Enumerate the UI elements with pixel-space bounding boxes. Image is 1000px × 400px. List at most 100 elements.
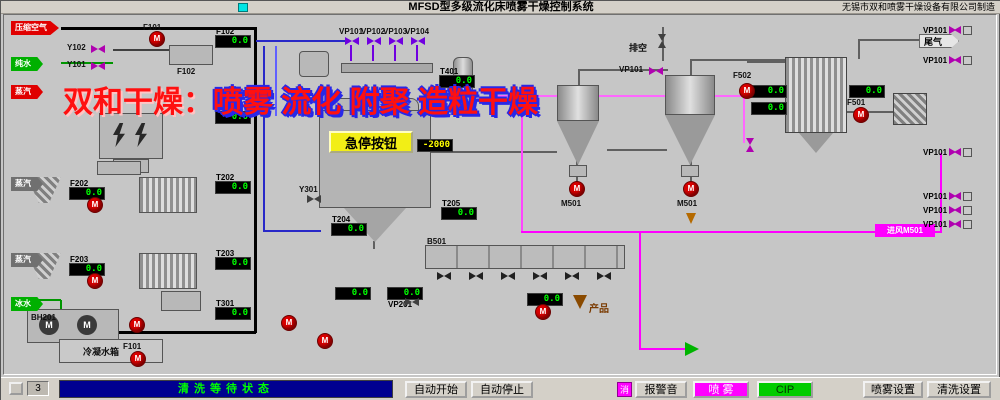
watermark-text: 喷雾 流化 附聚 造粒干燥 xyxy=(213,86,539,119)
valve-triangle xyxy=(367,37,374,45)
app-icon xyxy=(238,3,248,12)
valve-icon xyxy=(405,298,419,306)
valve-triangle xyxy=(949,220,957,228)
display-label: T205 xyxy=(442,199,461,208)
valve-icon xyxy=(658,34,666,48)
valve-triangle xyxy=(396,37,403,45)
pipe xyxy=(858,39,860,59)
dryer-tower-body xyxy=(319,110,431,208)
condenser-cone xyxy=(799,133,833,153)
equipment-label: VP104 xyxy=(405,27,430,36)
valve-icon xyxy=(91,62,105,70)
company-label: 无锡市双和喷雾干燥设备有限公司制造 xyxy=(841,2,995,12)
watermark: 双和干燥：喷雾 流化 附聚 造粒干燥 xyxy=(63,77,538,121)
pipe xyxy=(254,27,257,333)
valve-triangle xyxy=(533,272,540,280)
pipe xyxy=(639,348,687,350)
valve-icon xyxy=(565,272,579,280)
display-value: 0.0 xyxy=(231,258,248,268)
equipment-label: F501 xyxy=(847,98,866,107)
control-button[interactable]: 喷雾设置 xyxy=(863,381,923,398)
pump-motor-icon: M xyxy=(853,107,869,123)
valve-triangle xyxy=(345,37,352,45)
product-label: 产品 xyxy=(589,304,609,315)
display-label: T204 xyxy=(332,215,351,224)
pipe xyxy=(662,27,664,61)
valve-triangle xyxy=(374,37,381,45)
pump-motor-icon: M xyxy=(535,304,551,320)
pipe xyxy=(99,331,256,334)
heat-exchanger xyxy=(139,253,197,289)
valve-triangle xyxy=(604,272,611,280)
pipe xyxy=(61,27,256,30)
valve-icon xyxy=(949,26,962,34)
pipe xyxy=(858,39,922,41)
valve-triangle xyxy=(412,298,419,306)
display-label: F203 xyxy=(70,255,89,264)
valve-label: VP101 xyxy=(923,25,948,35)
pipe xyxy=(743,97,745,143)
valve-triangle xyxy=(437,272,444,280)
valve-icon xyxy=(533,272,547,280)
pump-motor-icon: M xyxy=(739,83,755,99)
control-button[interactable]: 报警音 xyxy=(635,381,687,398)
valve-actuator-box xyxy=(963,205,973,215)
valve-triangle xyxy=(597,272,604,280)
display-value: 0.0 xyxy=(767,103,784,113)
valve-icon xyxy=(949,148,962,156)
control-button[interactable]: 喷 雾 xyxy=(693,381,749,398)
mute-alarm-icon[interactable]: 消 xyxy=(617,382,632,397)
control-button[interactable]: 清洗设置 xyxy=(927,381,991,398)
feed-tank xyxy=(299,51,329,77)
pipe xyxy=(747,61,787,63)
valve-label: VP101 xyxy=(923,147,948,157)
pipe xyxy=(113,49,171,51)
cyclone-body xyxy=(557,85,599,121)
discharge-arrow-icon xyxy=(686,213,696,224)
vp-valve-item: VP101 xyxy=(923,191,973,201)
pipe xyxy=(263,230,321,232)
display-value: 0.0 xyxy=(403,288,420,298)
pipe xyxy=(521,96,523,232)
display-value: 0.0 xyxy=(231,36,248,46)
equipment-label: F102 xyxy=(177,67,196,76)
display-label: F102 xyxy=(216,27,235,36)
control-button[interactable]: 自动开始 xyxy=(405,381,467,398)
equipment-label: BH201 xyxy=(31,313,56,322)
valve-triangle xyxy=(501,272,508,280)
valve-actuator-box xyxy=(963,219,973,229)
emergency-stop-button[interactable]: 急停按钮 xyxy=(329,131,413,153)
valve-icon xyxy=(649,67,663,75)
inlet-arrow: 蒸汽 xyxy=(11,253,43,267)
vp-valve-item: VP101 xyxy=(923,219,973,229)
valve-triangle xyxy=(746,138,754,145)
inlet-fan-label: 进风M501 xyxy=(875,224,935,237)
control-button[interactable]: 自动停止 xyxy=(471,381,533,398)
valve-triangle xyxy=(954,26,962,34)
valve-triangle xyxy=(954,56,962,64)
valve-icon xyxy=(307,195,321,203)
display-value: 0.0 xyxy=(351,288,368,298)
control-button[interactable]: CIP xyxy=(757,381,813,398)
valve-triangle xyxy=(572,272,579,280)
heat-exchanger xyxy=(139,177,197,213)
cyclone-cone xyxy=(557,121,599,165)
valve-triangle xyxy=(444,272,451,280)
display-value: 0.0 xyxy=(231,308,248,318)
display-value: 0.0 xyxy=(767,86,784,96)
valve-triangle xyxy=(949,148,957,156)
pipe xyxy=(263,46,265,232)
valve-triangle xyxy=(405,298,412,306)
pump-motor-icon: M xyxy=(87,197,103,213)
valve-triangle xyxy=(954,192,962,200)
tail-gas-arrow: 尾气 xyxy=(919,34,959,48)
equipment-label: Y301 xyxy=(299,185,318,194)
valve-triangle xyxy=(91,45,98,53)
